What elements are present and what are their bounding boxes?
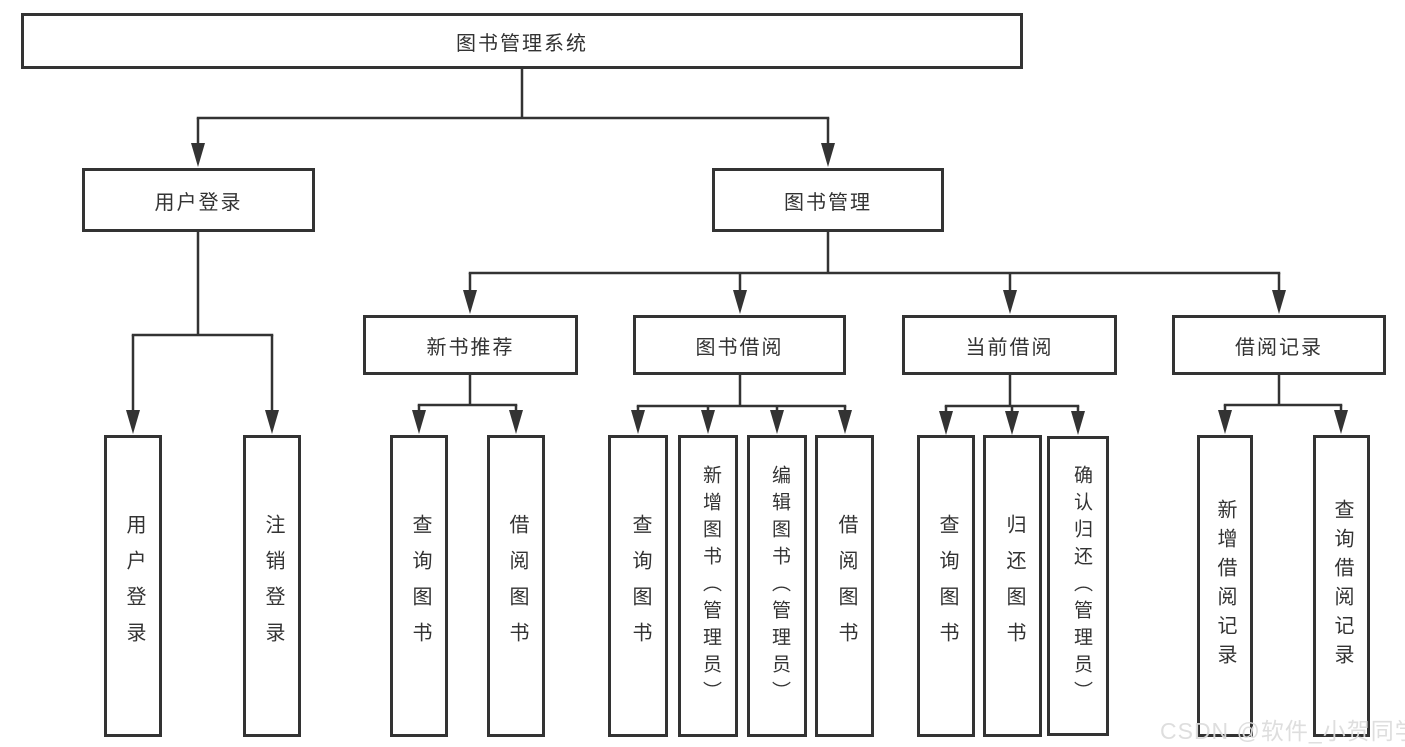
leaf-user-login: 用户登录: [104, 435, 162, 737]
node-library-management-system: 图书管理系统: [21, 13, 1023, 69]
leaf-logout: 注销登录: [243, 435, 301, 737]
node-book-management: 图书管理: [712, 168, 944, 232]
leaf-add-books-admin: 新增图书（管理员）: [678, 435, 738, 737]
node-user-login: 用户登录: [82, 168, 315, 232]
leaf-query-borrowing-record: 查询借阅记录: [1313, 435, 1370, 737]
node-borrowing-records: 借阅记录: [1172, 315, 1386, 375]
leaf-borrow-books-borrowing: 借阅图书: [815, 435, 874, 737]
node-current-borrowing: 当前借阅: [902, 315, 1117, 375]
leaf-query-books-current: 查询图书: [917, 435, 975, 737]
node-new-book-recommendation: 新书推荐: [363, 315, 578, 375]
leaf-edit-books-admin: 编辑图书（管理员）: [747, 435, 807, 737]
leaf-return-books: 归还图书: [983, 435, 1042, 737]
leaf-borrow-books-recommend: 借阅图书: [487, 435, 545, 737]
leaf-query-books-borrowing: 查询图书: [608, 435, 668, 737]
leaf-query-books-recommend: 查询图书: [390, 435, 448, 737]
leaf-confirm-return-admin: 确认归还（管理员）: [1047, 436, 1109, 736]
node-book-borrowing: 图书借阅: [633, 315, 846, 375]
csdn-watermark: CSDN @软件_小贺同学: [1160, 718, 1405, 744]
leaf-add-borrowing-record: 新增借阅记录: [1197, 435, 1253, 737]
